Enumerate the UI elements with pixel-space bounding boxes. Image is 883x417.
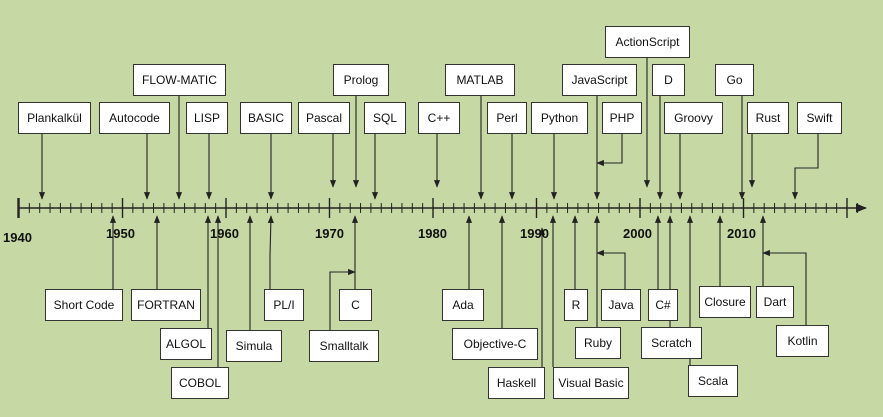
connector-arrow [762,249,807,325]
language-fortran: FORTRAN [131,289,201,321]
language-groovy: Groovy [664,102,723,134]
language-actionscript: ActionScript [605,26,690,58]
language-objective-c: Objective-C [452,328,538,360]
language-ada: Ada [442,289,484,321]
language-csharp: C# [648,289,678,321]
year-label-1950: 1950 [106,226,135,241]
language-closure: Closure [699,286,751,318]
language-scratch: Scratch [641,327,702,359]
connector-arrow [267,215,274,289]
connector-arrow [596,249,626,289]
language-scala: Scala [688,365,738,397]
language-rust: Rust [747,102,789,134]
language-swift: Swift [797,102,842,134]
language-go: Go [715,64,754,96]
language-pascal: Pascal [298,102,350,134]
language-smalltalk: Smalltalk [309,330,379,362]
language-r: R [564,289,588,321]
language-java: Java [601,289,641,321]
language-simula: Simula [226,330,282,362]
language-algol: ALGOL [160,328,212,360]
language-plankalkul: Plankalkül [18,102,91,134]
language-ruby: Ruby [575,327,621,359]
language-short-code: Short Code [45,289,123,321]
language-visual-basic: Visual Basic [553,367,629,399]
language-pl-i: PL/I [264,289,304,321]
language-haskell: Haskell [488,367,545,399]
language-sql: SQL [364,102,406,134]
year-label-1940: 1940 [3,230,32,245]
language-perl: Perl [487,102,527,134]
language-lisp: LISP [186,102,228,134]
language-cobol: COBOL [171,367,229,399]
language-c: C [339,289,372,321]
language-flow-matic: FLOW-MATIC [133,64,226,96]
language-prolog: Prolog [333,64,389,96]
language-javascript: JavaScript [562,64,637,96]
language-matlab: MATLAB [445,64,515,96]
language-dart: Dart [756,286,794,318]
language-basic: BASIC [240,102,292,134]
year-label-1970: 1970 [315,226,344,241]
language-d: D [652,64,685,96]
year-label-1990: 1990 [520,226,549,241]
year-label-2010: 2010 [727,226,756,241]
language-cpp: C++ [418,102,460,134]
language-autocode: Autocode [99,102,170,134]
connector-arrow [791,134,819,200]
year-label-2000: 2000 [623,226,652,241]
connector-arrow [596,134,623,167]
year-label-1960: 1960 [210,226,239,241]
language-kotlin: Kotlin [776,325,829,357]
connector-arrow [329,268,356,330]
language-php: PHP [602,102,642,134]
year-label-1980: 1980 [418,226,447,241]
language-python: Python [531,102,588,134]
